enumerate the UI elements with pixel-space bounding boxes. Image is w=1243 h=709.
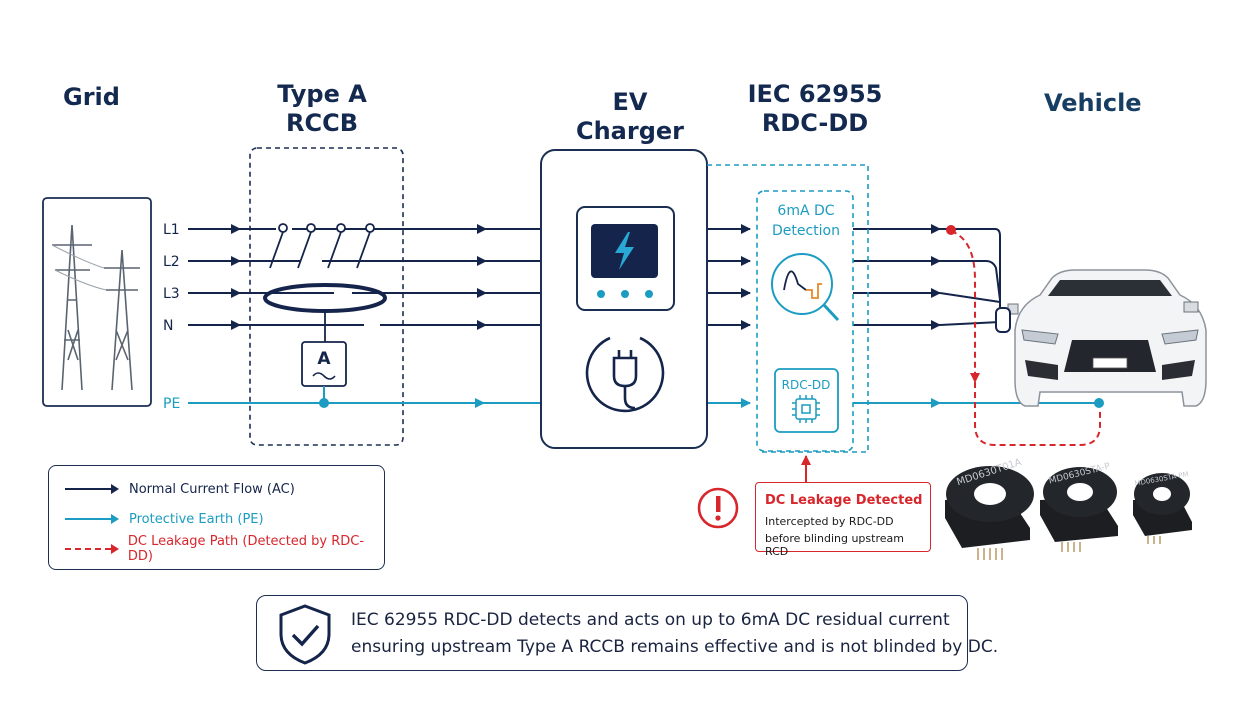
label-n: N [163, 318, 173, 334]
legend: Normal Current Flow (AC) Protective Eart… [48, 465, 385, 570]
rccb-title-line1: Type A [277, 80, 367, 108]
legend-item-leakage: DC Leakage Path (Detected by RDC-DD) [63, 534, 384, 564]
rccb-title-line2: RCCB [286, 109, 358, 137]
rdc-title-line2: RDC-DD [761, 109, 869, 137]
rccb-meter: A [301, 341, 347, 387]
lightning-screen-icon [591, 224, 658, 278]
summary-note: IEC 62955 RDC-DD detects and acts on up … [256, 595, 998, 671]
ac-lines [188, 224, 1001, 330]
label-l1: L1 [163, 222, 180, 238]
charger-title: EV Charger [575, 88, 685, 145]
rdc-detection-line1: 6mA DC [777, 203, 834, 219]
rccb-meter-label: A [317, 349, 331, 369]
shield-check-icon [279, 604, 331, 665]
sensor-2: MD0630STA-P [1040, 461, 1118, 552]
legend-ac-swatch [65, 484, 119, 494]
rccb-switches [269, 223, 375, 269]
note-line2: ensuring upstream Type A RCCB remains ef… [351, 637, 999, 657]
dc-leakage-path [801, 225, 1101, 482]
legend-item-ac: Normal Current Flow (AC) [63, 479, 295, 499]
plug-icon [585, 336, 665, 413]
rccb-current-transformer [263, 283, 387, 313]
power-tower-icon [51, 224, 140, 391]
grid-title: Grid [63, 83, 120, 111]
vehicle-title: Vehicle [1044, 89, 1142, 117]
rccb-title: Type A RCCB [262, 80, 382, 138]
rccb-box [249, 147, 404, 446]
sensor-3: MD0630STA-PM [1133, 470, 1192, 544]
waveform-magnifier-icon [771, 253, 840, 322]
rdc-dd-unit: 6mA DC Detection RDC-DD [707, 164, 869, 453]
alert-line2: before blinding upstream RCD [765, 532, 904, 558]
label-pe: PE [163, 396, 180, 412]
ev-charger [540, 149, 708, 449]
alert-title: DC Leakage Detected [765, 493, 923, 508]
rdc-detection-line2: Detection [772, 223, 840, 239]
legend-ac-label: Normal Current Flow (AC) [129, 481, 295, 497]
sensor-1: MD0630T01A [945, 457, 1034, 560]
legend-leakage-label: DC Leakage Path (Detected by RDC-DD) [127, 534, 365, 564]
current-sensors: MD0630T01A MD0630STA-P MD0630STA-PM [945, 457, 1192, 560]
vehicle [995, 269, 1207, 407]
label-l3: L3 [163, 286, 180, 302]
legend-pe-swatch [65, 514, 119, 524]
legend-item-pe: Protective Earth (PE) [63, 509, 264, 529]
chip-icon [792, 395, 820, 423]
label-l2: L2 [163, 254, 180, 270]
rdc-module-label: RDC-DD [782, 378, 831, 392]
note-line1: IEC 62955 RDC-DD detects and acts on up … [351, 610, 950, 630]
rdc-title-line1: IEC 62955 [747, 80, 883, 108]
rdc-title: IEC 62955 RDC-DD [745, 80, 885, 138]
alert-line1: Intercepted by RDC-DD [765, 515, 894, 528]
warning-icon [697, 487, 739, 529]
dc-leakage-alert: DC Leakage Detected Intercepted by RDC-D… [755, 482, 931, 558]
grid-source [42, 197, 152, 407]
legend-pe-label: Protective Earth (PE) [129, 511, 264, 527]
conductor-labels: L1 L2 L3 N PE [163, 222, 180, 412]
legend-leakage-swatch [65, 544, 119, 554]
